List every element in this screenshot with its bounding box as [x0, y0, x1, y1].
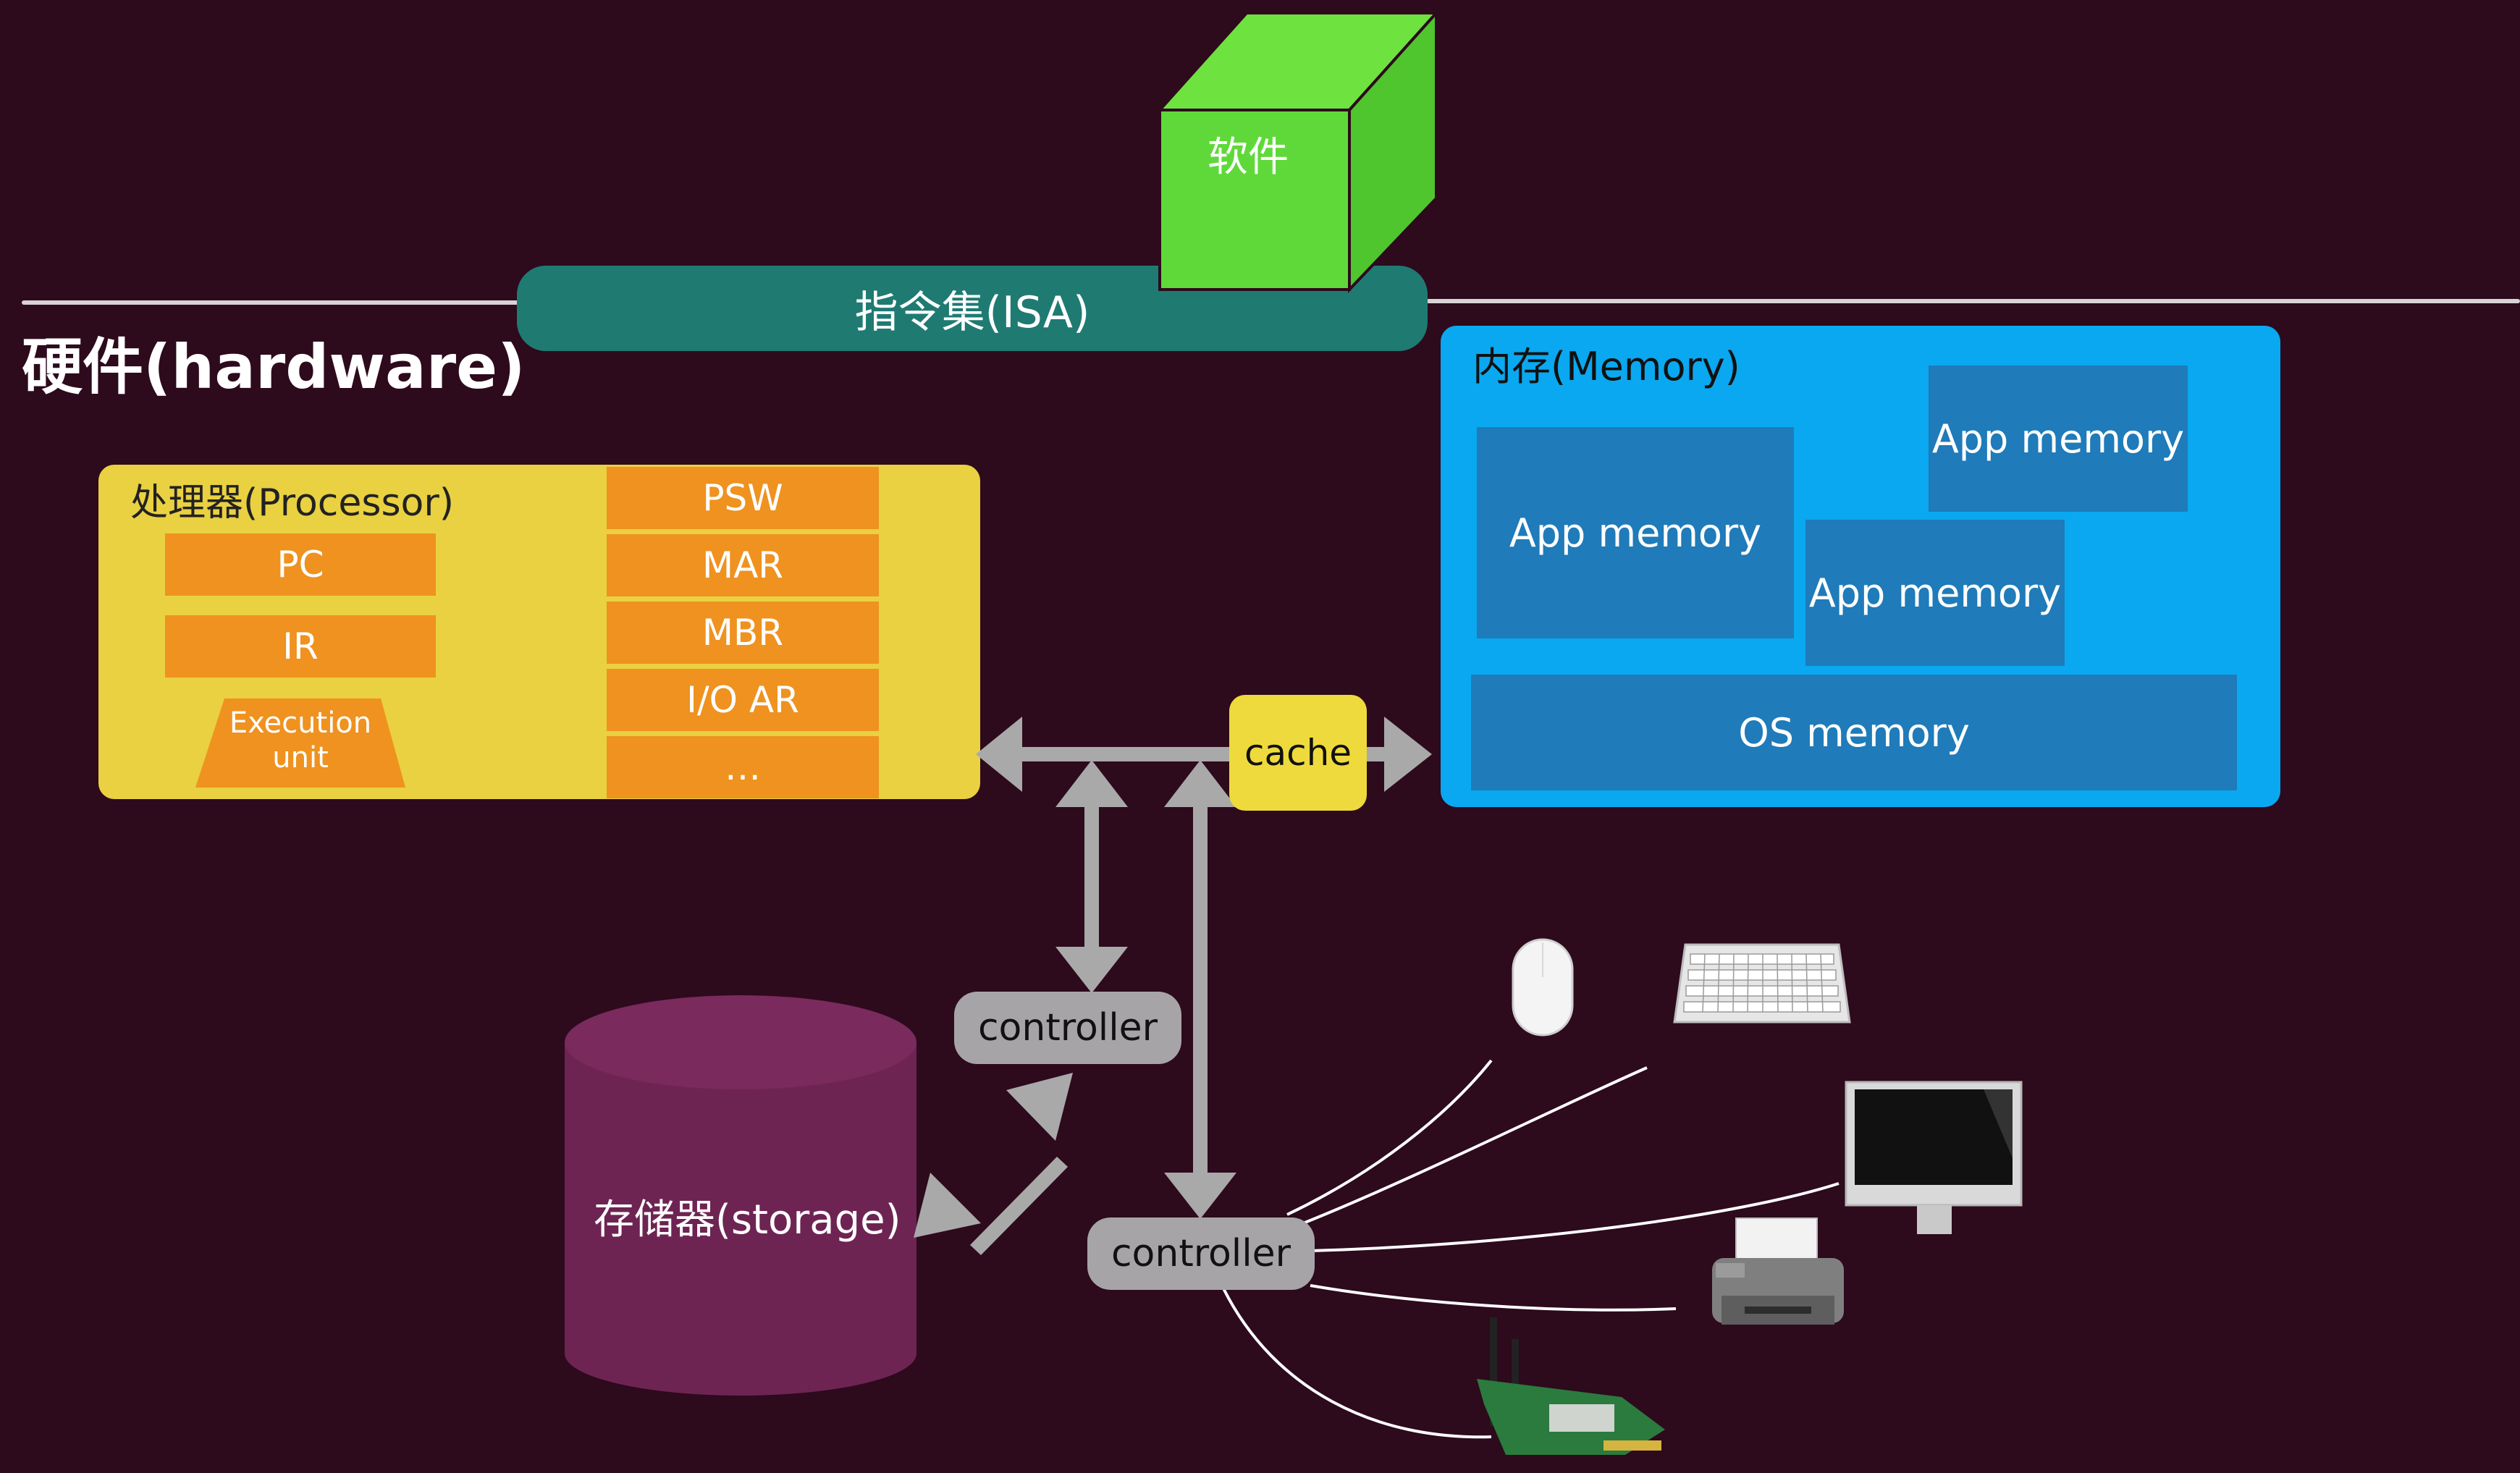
os-memory-label: OS memory — [1738, 709, 1970, 756]
cache-box: cache — [1229, 695, 1367, 811]
hardware-title: 硬件(hardware) — [22, 332, 526, 402]
controller-upper: controller — [954, 992, 1181, 1064]
software-label: 软件 — [1208, 134, 1289, 181]
register-pc: PC — [165, 533, 436, 596]
register-pc-label: PC — [277, 544, 324, 586]
register-psw: PSW — [607, 467, 879, 529]
mouse-icon — [1512, 938, 1574, 1037]
execution-unit-line1: Execution — [229, 706, 372, 740]
register-mbr-label: MBR — [701, 612, 784, 654]
controller-upper-label: controller — [977, 1006, 1158, 1050]
controller-lower: controller — [1087, 1217, 1315, 1290]
separator-line-left — [22, 300, 521, 305]
keyboard-icon — [1673, 943, 1851, 1023]
execution-unit-line2: unit — [272, 741, 329, 775]
app-memory-label-1: App memory — [1509, 510, 1762, 556]
register-psw-label: PSW — [702, 477, 783, 519]
register-mar-label: MAR — [701, 544, 784, 586]
app-memory-label-3: App memory — [1808, 570, 2062, 616]
app-memory-label-2: App memory — [1931, 415, 2185, 462]
register-ir: IR — [165, 615, 436, 678]
register-more: … — [607, 736, 879, 798]
network-card-icon — [1477, 1317, 1665, 1455]
printer-icon — [1712, 1217, 1844, 1325]
app-memory-block-1: App memory — [1477, 427, 1794, 638]
isa-label: 指令集(ISA) — [854, 287, 1090, 338]
storage-label: 存储器(storage) — [594, 1196, 901, 1244]
register-ir-label: IR — [282, 625, 319, 667]
monitor-icon — [1845, 1081, 2023, 1234]
execution-unit: Execution unit — [195, 706, 405, 775]
isa-bar: 指令集(ISA) — [517, 266, 1428, 351]
processor-title: 处理器(Processor) — [130, 481, 455, 525]
os-memory-block: OS memory — [1471, 675, 2237, 790]
cache-label: cache — [1244, 732, 1352, 774]
separator-line-right — [1426, 299, 2520, 303]
app-memory-block-3: App memory — [1805, 520, 2065, 666]
register-mbr: MBR — [607, 602, 879, 664]
controller-lower-label: controller — [1111, 1232, 1291, 1275]
memory-title: 内存(Memory) — [1472, 344, 1740, 389]
register-more-label: … — [725, 746, 761, 788]
register-io-ar: I/O AR — [607, 669, 879, 731]
app-memory-block-2: App memory — [1929, 366, 2188, 512]
register-io-ar-label: I/O AR — [686, 679, 799, 721]
register-mar: MAR — [607, 534, 879, 596]
